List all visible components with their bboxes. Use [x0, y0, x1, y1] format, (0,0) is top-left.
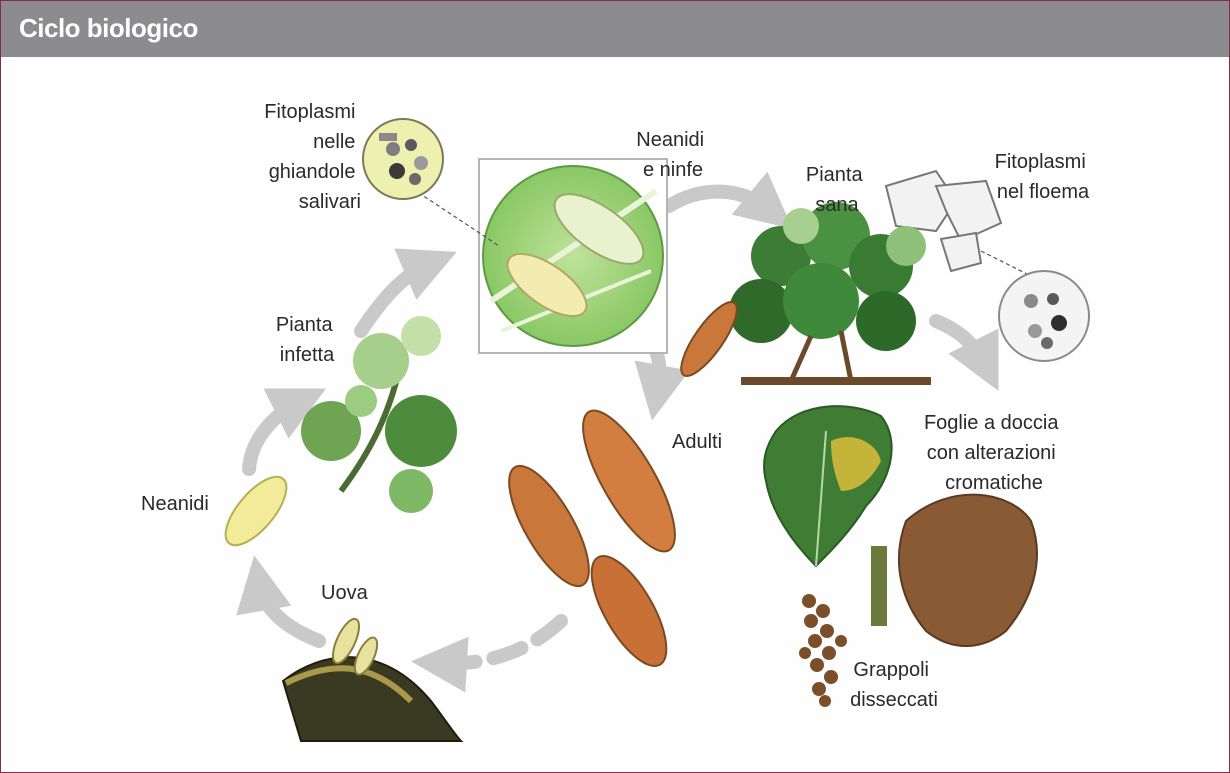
svg-text:Pianta sana: Pianta sana	[806, 164, 868, 216]
label-fitoplasmi-ghiandole-1: Fitoplasmi	[264, 101, 355, 123]
label-fitoplasmi-ghiandole-3: ghiandole	[269, 161, 356, 183]
label-pianta-infetta-1: Pianta	[276, 314, 334, 336]
label-foglie-3: cromatiche	[945, 472, 1043, 494]
svg-text:Grappoli disseccati: Grappoli disseccati	[850, 659, 938, 711]
label-pianta-sana-1: Pianta	[806, 164, 864, 186]
label-adulti: Adulti	[672, 431, 722, 453]
nymph-on-ground	[215, 467, 297, 554]
label-neanidi-ninfe-1: Neanidi	[636, 129, 704, 151]
label-grappoli-2: disseccati	[850, 689, 938, 711]
svg-text:Foglie a doccia con al: Foglie a doccia con alterazioni cromatic…	[924, 412, 1064, 494]
svg-text:Fitoplasmi nelle: Fitoplasmi nelle ghiandole salivari	[264, 101, 361, 213]
label-fitoplasmi-ghiandole-4: salivari	[299, 191, 361, 213]
adult-1	[566, 399, 691, 564]
label-pianta-sana-2: sana	[815, 194, 859, 216]
label-neanidi-ninfe-2: e ninfe	[643, 159, 703, 181]
label-fitoplasmi-floema-2: nel floema	[997, 181, 1090, 203]
svg-text:Fitoplasmi nel floema: Fitoplasmi nel floema	[995, 151, 1092, 203]
svg-text:Pianta infetta: Pianta infetta	[276, 314, 338, 366]
label-fitoplasmi-ghiandole-2: nelle	[313, 131, 355, 153]
nymph-magnifier	[479, 159, 667, 353]
label-pianta-infetta-2: infetta	[280, 344, 335, 366]
label-fitoplasmi-floema-1: Fitoplasmi	[995, 151, 1086, 173]
label-uova: Uova	[321, 582, 369, 604]
healthy-plant	[729, 202, 931, 381]
arrow-adulti-to-uova	[439, 621, 561, 663]
label-neanidi: Neanidi	[141, 493, 209, 515]
dried-leaf	[899, 495, 1037, 646]
arrow-ninfe-to-sana	[669, 192, 771, 211]
dried-grapes	[799, 546, 887, 707]
label-foglie-1: Foglie a doccia	[924, 412, 1059, 434]
arrow-neanidi-to-infetta	[249, 401, 301, 469]
label-foglie-2: con alterazioni	[927, 442, 1056, 464]
label-grappoli-1: Grappoli	[853, 659, 929, 681]
adult-insects	[494, 399, 691, 677]
symptomatic-leaf	[764, 406, 892, 566]
arrow-sana-to-sintomi	[936, 321, 986, 366]
arrow-uova-to-neanidi	[259, 583, 319, 641]
adult-2	[494, 455, 604, 597]
svg-text:Neanidi e ninfe: Neanidi e ninfe	[636, 129, 709, 181]
adult-on-plant	[672, 295, 745, 383]
adult-3	[577, 545, 681, 676]
